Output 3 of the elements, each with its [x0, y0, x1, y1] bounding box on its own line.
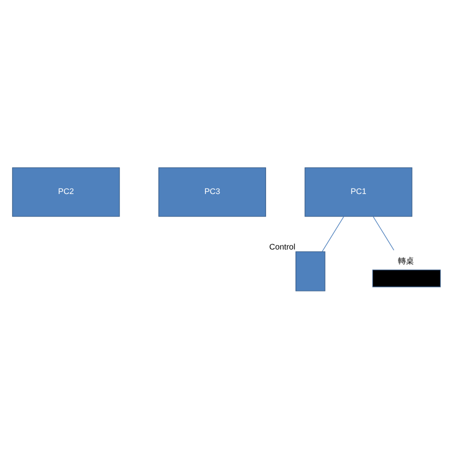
node-box	[295, 251, 325, 292]
connector	[321, 216, 344, 252]
connector	[372, 216, 394, 250]
